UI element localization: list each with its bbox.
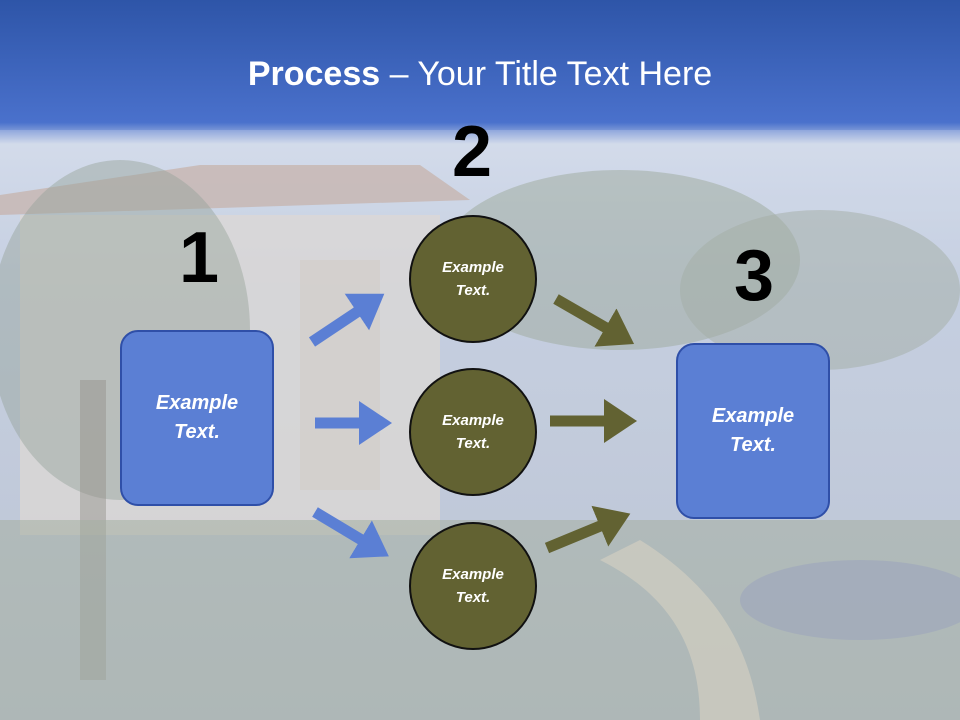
circle-1-text: Example Text. bbox=[442, 256, 504, 302]
circle-2-text: Example Text. bbox=[442, 409, 504, 455]
circle-step-2: Example Text. bbox=[409, 368, 537, 496]
circle-3-line2: Text. bbox=[455, 589, 491, 606]
circle-1-line1: Example bbox=[442, 259, 504, 276]
arrow-from-circle-1 bbox=[553, 294, 635, 347]
left-box-line1: Example bbox=[155, 392, 239, 414]
circle-2-line1: Example bbox=[442, 412, 504, 429]
arrow-to-circle-1 bbox=[308, 293, 385, 347]
right-box-line2: Text. bbox=[730, 434, 776, 456]
step-number-3: 3 bbox=[733, 236, 775, 316]
circle-3-line1: Example bbox=[442, 566, 504, 583]
left-box-line2: Text. bbox=[174, 421, 220, 443]
circle-1-line2: Text. bbox=[455, 282, 491, 299]
circle-2-line2: Text. bbox=[455, 435, 491, 452]
left-step-box: Example Text. bbox=[120, 330, 274, 506]
slide-title: Process – Your Title Text Here bbox=[0, 50, 960, 98]
step-number-1: 1 bbox=[178, 218, 220, 298]
circle-step-3: Example Text. bbox=[409, 522, 537, 650]
left-step-box-text: Example Text. bbox=[156, 389, 238, 447]
arrow-from-circle-3 bbox=[544, 505, 631, 554]
title-bold: Process bbox=[247, 55, 381, 93]
arrow-to-circle-3 bbox=[312, 507, 389, 559]
circle-3-text: Example Text. bbox=[442, 563, 504, 609]
step-number-2: 2 bbox=[451, 112, 493, 192]
right-step-box: Example Text. bbox=[676, 343, 830, 519]
circle-step-1: Example Text. bbox=[409, 215, 537, 343]
right-box-line1: Example bbox=[711, 405, 795, 427]
right-step-box-text: Example Text. bbox=[712, 402, 794, 460]
title-rest: – Your Title Text Here bbox=[380, 55, 713, 93]
